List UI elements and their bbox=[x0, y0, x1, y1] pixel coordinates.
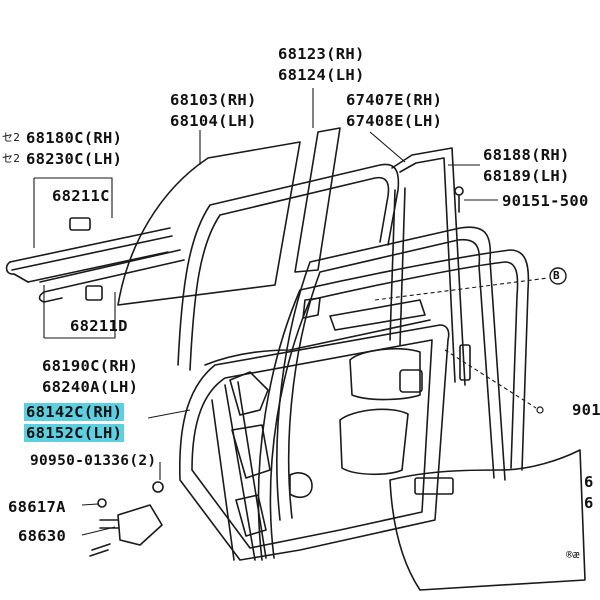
belt-moulding-end bbox=[5, 261, 29, 283]
clip-90950 bbox=[152, 481, 164, 493]
label-corner-code: ®æ bbox=[566, 548, 580, 561]
label-68142c: 68142C(RH) bbox=[24, 402, 125, 422]
leader-68211c-bracket bbox=[33, 177, 113, 248]
label-68152c: 68152C(LH) bbox=[24, 423, 125, 443]
label-68180c-prefix: セ2 bbox=[2, 131, 21, 144]
weatherstrip-outer bbox=[276, 226, 506, 521]
label-68230c-prefix: セ2 bbox=[2, 152, 21, 165]
panel-opening-lower bbox=[339, 408, 409, 476]
label-68124: 68124(LH) bbox=[278, 66, 365, 84]
rear-panel bbox=[389, 449, 586, 591]
leader-68630 bbox=[81, 526, 116, 536]
leader-68142c bbox=[147, 409, 191, 419]
label-68190c: 68190C(RH) bbox=[42, 357, 139, 375]
stopper-right bbox=[459, 344, 471, 381]
highlight-68142c: 68142C(RH) bbox=[24, 403, 125, 421]
clip-68211c bbox=[69, 217, 91, 231]
label-68211c: 68211C bbox=[52, 187, 110, 205]
label-901: 901 bbox=[572, 401, 600, 419]
door-panel-inner bbox=[191, 339, 433, 549]
label-67407e: 67407E(RH) bbox=[346, 91, 443, 109]
label-90151: 90151-500 bbox=[502, 192, 589, 210]
leader-b bbox=[374, 277, 549, 301]
regulator-bracket bbox=[229, 371, 269, 416]
rear-panel-slot bbox=[414, 477, 454, 495]
door-weatherstrip-outer bbox=[257, 249, 530, 561]
door-lock bbox=[117, 504, 163, 546]
belt-moulding-mid bbox=[11, 235, 173, 271]
label-68230c: 68230C(LH) bbox=[26, 150, 123, 168]
door-panel-upper bbox=[204, 319, 431, 366]
label-68211d: 68211D bbox=[70, 317, 128, 335]
door-glass bbox=[117, 141, 301, 306]
belt-moulding-bot bbox=[27, 251, 169, 283]
door-panel-outline bbox=[178, 324, 450, 561]
belt-moulding-top bbox=[9, 227, 171, 263]
leader-901 bbox=[444, 349, 537, 409]
panel-opening-upper bbox=[349, 347, 421, 401]
regulator-lower bbox=[235, 494, 267, 537]
regulator-rail-a bbox=[224, 384, 256, 561]
glass-bottom-channel bbox=[329, 299, 426, 331]
label-68240a: 68240A(LH) bbox=[42, 378, 139, 396]
label-68123: 68123(RH) bbox=[278, 45, 365, 63]
label-68104: 68104(LH) bbox=[170, 112, 257, 130]
lock-rod bbox=[99, 519, 119, 529]
label-68617a: 68617A bbox=[8, 498, 66, 516]
label-6-a: 6 bbox=[584, 473, 594, 491]
label-68189: 68189(LH) bbox=[483, 167, 570, 185]
belt-weatherstrip-a bbox=[39, 249, 181, 283]
label-68188: 68188(RH) bbox=[483, 146, 570, 164]
weatherstrip-inner bbox=[287, 238, 495, 519]
screw bbox=[89, 543, 111, 557]
belt-weatherstrip-c bbox=[38, 291, 63, 303]
regulator-rail-c bbox=[211, 399, 235, 561]
fastener-90151 bbox=[454, 186, 464, 196]
division-bar-front bbox=[389, 187, 406, 346]
label-90950: 90950-01336(2) bbox=[30, 453, 157, 469]
circle-b-marker bbox=[549, 267, 567, 285]
glass-run-outer bbox=[177, 163, 400, 366]
glass-run-inner bbox=[189, 176, 390, 371]
highlight-68152c: 68152C(LH) bbox=[24, 424, 125, 442]
leader-67407e bbox=[369, 131, 406, 163]
panel-window-small bbox=[399, 369, 423, 393]
label-circle-b: B bbox=[553, 269, 560, 282]
regulator-rail-b bbox=[237, 381, 267, 559]
label-68630: 68630 bbox=[18, 527, 67, 545]
leader-68617a bbox=[81, 503, 99, 506]
regulator-arm bbox=[231, 424, 271, 479]
panel-opening-round bbox=[289, 472, 313, 499]
clip-68211d bbox=[85, 285, 103, 301]
glass-hinge bbox=[302, 297, 321, 319]
label-68180c: 68180C(RH) bbox=[26, 129, 123, 147]
label-68103: 68103(RH) bbox=[170, 91, 257, 109]
bolt-68617a bbox=[97, 498, 107, 508]
dot-901 bbox=[536, 406, 544, 414]
door-weatherstrip-inner bbox=[269, 261, 519, 559]
label-6-b: 6 bbox=[584, 494, 594, 512]
label-67408e: 67408E(LH) bbox=[346, 112, 443, 130]
belt-weatherstrip-b bbox=[43, 259, 185, 293]
leader-68211d-bracket bbox=[43, 285, 116, 339]
division-bar bbox=[391, 147, 466, 386]
quarter-glass bbox=[294, 127, 341, 273]
